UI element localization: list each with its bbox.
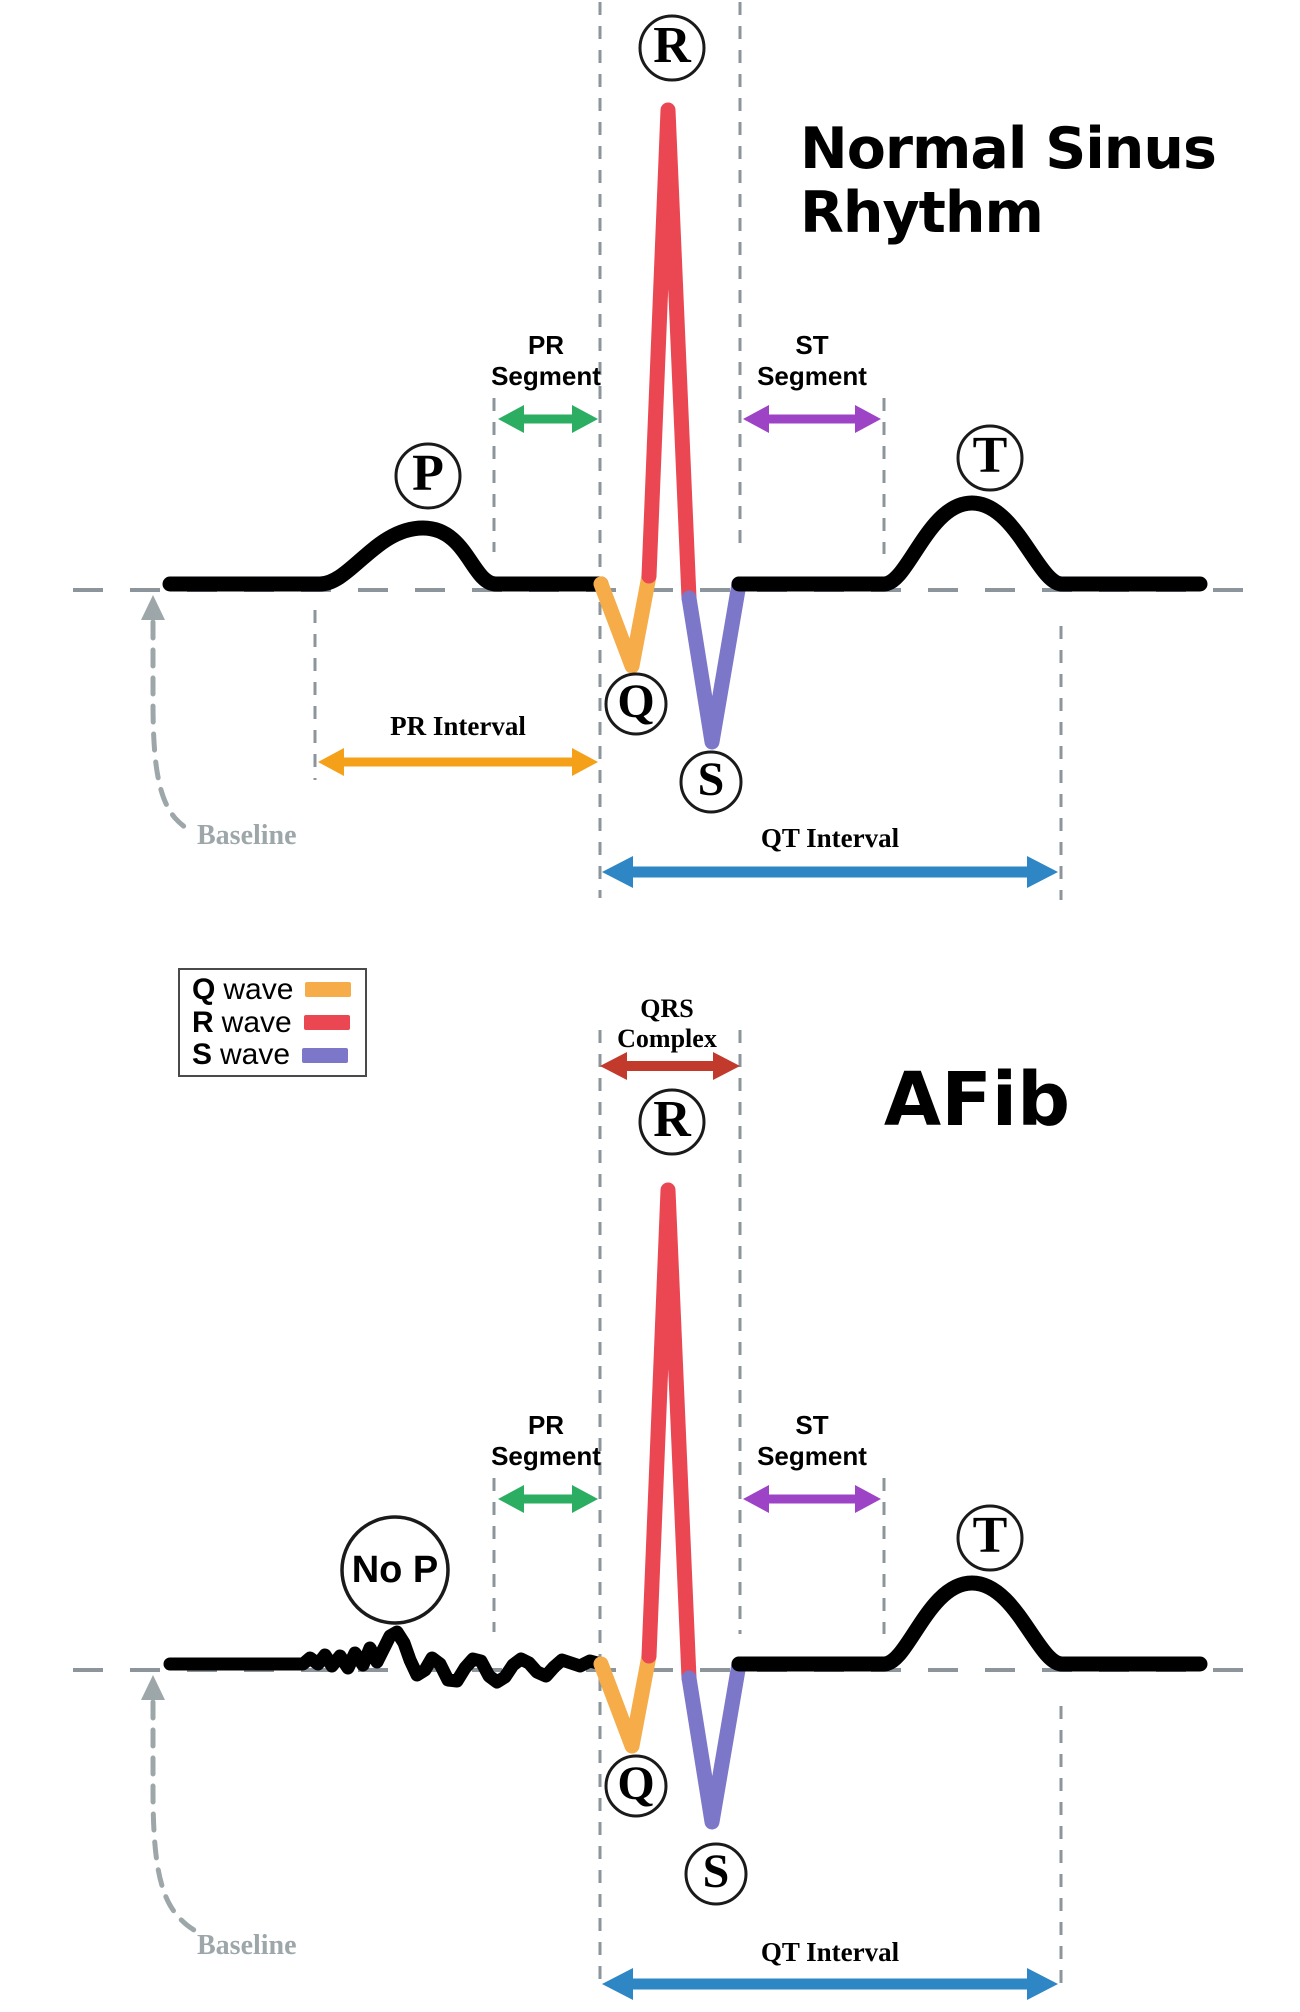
top-q-wave-letter: Q [617, 675, 655, 729]
r-wave-color-swatch [303, 1015, 350, 1030]
top-p-marker-circle [394, 442, 462, 510]
bottom-q-wave [593, 1648, 657, 1754]
legend-word: wave [223, 972, 294, 1006]
arrowhead-right [572, 405, 598, 433]
top-s-marker-circle [679, 750, 743, 814]
legend-letter: R [192, 1005, 214, 1039]
bottom-qt-interval-label: QT Interval [760, 1937, 900, 1967]
legend-word: wave [221, 1005, 292, 1039]
top-r-wave-letter: R [653, 16, 691, 74]
bottom-r-wave [641, 1182, 697, 1686]
top-baseline-pointer [141, 595, 196, 835]
top-vertical-guides [313, 2, 1063, 900]
top-p-wave-letter: P [412, 444, 444, 502]
bottom-fibrillatory-baseline [163, 1625, 608, 1689]
arrowhead-right [1027, 1968, 1058, 2000]
top-ecg-trace [162, 102, 1208, 750]
bottom-r-wave-letter: R [653, 1090, 691, 1148]
wave-color-legend: Q wave R wave S wave [178, 968, 367, 1077]
top-q-marker-circle [604, 672, 668, 736]
bottom-st-segment-arrow [743, 1485, 881, 1513]
arrowhead-left [318, 748, 344, 776]
legend-item-q-wave: Q wave [192, 972, 365, 1006]
bottom-t-marker-circle [956, 1504, 1024, 1572]
legend-item-r-wave: R wave [192, 1005, 365, 1039]
bottom-q-marker-circle [604, 1754, 668, 1818]
top-st-segment-arrow [743, 405, 881, 433]
bottom-baseline-pointer [141, 1675, 197, 1933]
arrowhead-right [572, 1485, 598, 1513]
top-qt-interval-arrow [602, 856, 1058, 888]
arrowhead-left [743, 405, 769, 433]
arrowhead-left [602, 856, 633, 888]
bottom-r-marker-circle [638, 1088, 706, 1156]
arrowhead-left [498, 405, 524, 433]
bottom-vertical-guides [492, 1030, 1063, 1990]
arrowhead-left [600, 1052, 627, 1080]
bottom-qt-interval-arrow [602, 1968, 1058, 2000]
arrowhead-left [498, 1485, 524, 1513]
arrowhead-left [743, 1485, 769, 1513]
bottom-ecg-trace [163, 1182, 1208, 1830]
top-pr-segment-arrow [498, 405, 598, 433]
arrowhead-right [713, 1052, 740, 1080]
arrowhead-right [855, 405, 881, 433]
qrs-complex-label: QRS Complex [617, 994, 717, 1053]
legend-item-s-wave: S wave [192, 1040, 365, 1070]
top-q-wave [593, 568, 657, 674]
top-r-marker-circle [638, 14, 706, 82]
top-pr-segment-label: PR Segment [491, 330, 601, 391]
bottom-s-wave [681, 1656, 747, 1830]
bottom-pr-segment-label: PR Segment [491, 1410, 601, 1471]
top-chart-title: Normal Sinus Rhythm [800, 116, 1217, 246]
bottom-baseline-label: Baseline [197, 1930, 297, 1961]
top-st-segment-label: ST Segment [757, 330, 867, 391]
bottom-trace-t-wave [731, 1575, 1208, 1672]
arrowhead-right [855, 1485, 881, 1513]
no-p-marker-circle [340, 1515, 450, 1625]
top-pr-interval-arrow [318, 748, 598, 776]
top-qt-interval-label: QT Interval [760, 823, 900, 853]
bottom-q-wave-letter: Q [617, 1757, 655, 1811]
top-baseline-label: Baseline [197, 820, 297, 851]
qrs-complex-arrow [600, 1052, 740, 1080]
top-pr-interval-label: PR Interval [390, 711, 526, 741]
arrowhead-left [602, 1968, 633, 2000]
wave-marker-circles [340, 14, 1024, 1906]
baseline-arrowhead [141, 1675, 165, 1700]
arrowhead-right [572, 748, 598, 776]
top-s-wave [681, 576, 747, 750]
baseline-arrowhead [141, 595, 165, 620]
legend-letter: Q [192, 972, 216, 1006]
arrowhead-right [1027, 856, 1058, 888]
baseline-pointer-curve [150, 619, 196, 835]
bottom-st-segment-label: ST Segment [757, 1410, 867, 1471]
top-trace-p-wave [162, 520, 609, 592]
no-p-wave-label: No P [351, 1549, 439, 1591]
bottom-s-wave-letter: S [702, 1845, 730, 1899]
top-r-wave [641, 102, 697, 606]
top-s-wave-letter: S [697, 753, 725, 807]
bottom-pr-segment-arrow [498, 1485, 598, 1513]
q-wave-color-swatch [305, 982, 352, 998]
bottom-chart-title: AFib [883, 1057, 1071, 1143]
top-t-marker-circle [956, 424, 1024, 492]
legend-letter: S [192, 1038, 213, 1072]
top-t-wave-letter: T [972, 426, 1008, 484]
bottom-t-wave-letter: T [972, 1506, 1008, 1564]
baseline-pointer-curve [150, 1699, 197, 1933]
bottom-s-marker-circle [684, 1842, 748, 1906]
s-wave-color-swatch [302, 1047, 349, 1063]
legend-word: wave [220, 1038, 291, 1072]
top-trace-t-wave [731, 495, 1208, 592]
